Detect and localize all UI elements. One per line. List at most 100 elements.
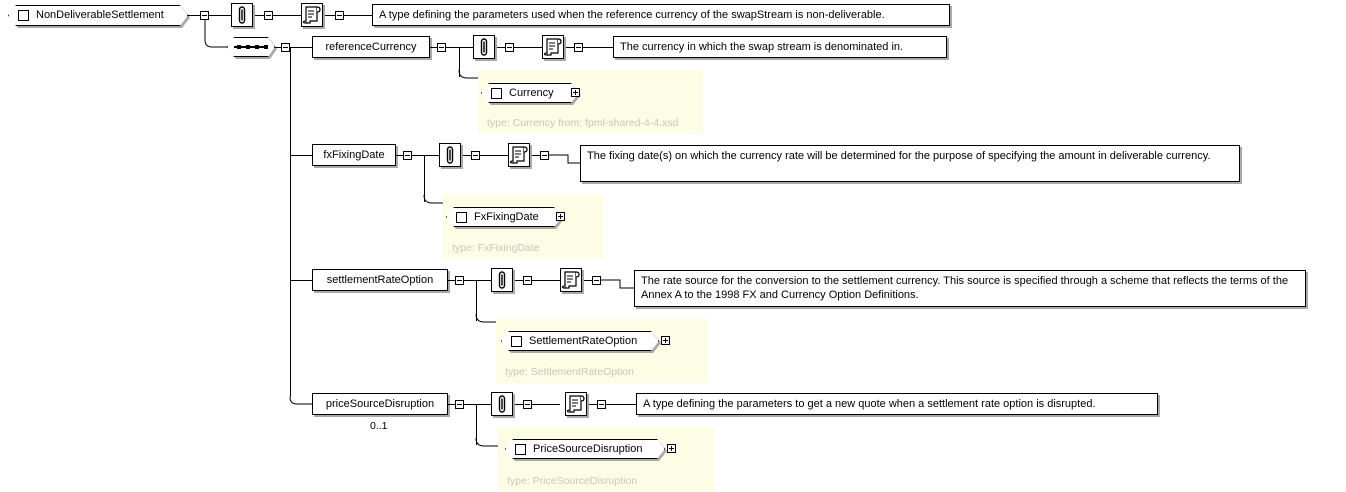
paperclip-icon bbox=[491, 392, 513, 416]
connector-line bbox=[424, 155, 425, 202]
connector-line bbox=[514, 47, 542, 48]
connector-line bbox=[273, 15, 301, 16]
collapse-box-sequence[interactable] bbox=[281, 43, 290, 52]
connector-line bbox=[532, 280, 560, 281]
collapse-box-root-annotation[interactable] bbox=[264, 11, 273, 20]
type-box-pricesourcedisruption[interactable]: PriceSourceDisruption bbox=[505, 439, 665, 459]
element-square-icon bbox=[511, 336, 522, 347]
scroll-document-icon bbox=[565, 392, 587, 416]
collapse-box-settlementrateoption-annotation[interactable] bbox=[523, 276, 532, 285]
connector-line bbox=[515, 404, 523, 405]
annotation-referencecurrency: The currency in which the swap stream is… bbox=[613, 36, 947, 58]
connector-elbow-settlementrateoption bbox=[601, 279, 634, 289]
collapse-box-settlementrateoption-doc[interactable] bbox=[592, 276, 601, 285]
connector-line bbox=[583, 47, 613, 48]
connector-curve-to-currency-type bbox=[458, 69, 478, 79]
type-caption-fxfixingdate: type: FxFixingDate bbox=[452, 242, 540, 254]
connector-branch-settlementrateoption bbox=[290, 280, 312, 281]
paperclip-icon bbox=[491, 268, 513, 292]
root-element-nondeliverablesettlement[interactable]: NonDeliverableSettlement bbox=[8, 5, 188, 26]
collapse-box-referencecurrency-annotation[interactable] bbox=[505, 43, 514, 52]
connector-line bbox=[480, 155, 508, 156]
connector-line bbox=[532, 404, 560, 405]
root-element-label: NonDeliverableSettlement bbox=[36, 9, 164, 21]
expand-box-fxfixingdate[interactable] bbox=[556, 212, 565, 221]
connector-curve-root-to-sequence bbox=[204, 20, 227, 48]
collapse-box-root-doc[interactable] bbox=[335, 11, 344, 20]
connector-line bbox=[464, 280, 491, 281]
connector-line bbox=[396, 155, 403, 156]
connector-line bbox=[459, 47, 460, 77]
connector-line bbox=[344, 15, 372, 16]
type-box-label: PriceSourceDisruption bbox=[533, 442, 643, 455]
element-pricesourcedisruption[interactable]: priceSourceDisruption bbox=[312, 393, 448, 415]
element-label: settlementRateOption bbox=[326, 273, 434, 286]
connector-line bbox=[448, 404, 455, 405]
scroll-document-icon bbox=[508, 143, 530, 167]
connector-branch-pricesourcedisruption bbox=[289, 396, 312, 405]
connector-line bbox=[290, 47, 312, 48]
element-referencecurrency[interactable]: referenceCurrency bbox=[312, 36, 430, 58]
scroll-document-icon bbox=[542, 35, 564, 59]
element-fxfixingdate[interactable]: fxFixingDate bbox=[312, 144, 396, 166]
collapse-box-pricesourcedisruption-doc[interactable] bbox=[597, 400, 606, 409]
connector-trunk-vertical bbox=[290, 47, 291, 397]
cardinality-pricesourcedisruption: 0..1 bbox=[370, 420, 388, 432]
element-square-icon bbox=[515, 444, 526, 455]
expand-box-settlementrateoption[interactable] bbox=[661, 336, 670, 345]
connector-line bbox=[532, 155, 540, 156]
element-label: priceSourceDisruption bbox=[325, 397, 435, 410]
connector-line bbox=[325, 15, 335, 16]
collapse-box-fxfixingdate-doc[interactable] bbox=[540, 151, 549, 160]
connector-curve-to-pricesourcedisruption-type bbox=[475, 437, 498, 447]
type-box-label: FxFixingDate bbox=[474, 210, 539, 223]
annotation-fxfixingdate: The fixing date(s) on which the currency… bbox=[580, 145, 1240, 182]
connector-line bbox=[188, 15, 200, 16]
connector-line bbox=[448, 280, 455, 281]
type-box-label: SettlementRateOption bbox=[529, 334, 638, 347]
annotation-root: A type defining the parameters used when… bbox=[372, 4, 950, 26]
connector-line bbox=[275, 47, 281, 48]
paperclip-icon bbox=[231, 3, 253, 27]
connector-line bbox=[584, 280, 592, 281]
element-settlementrateoption[interactable]: settlementRateOption bbox=[312, 269, 448, 291]
element-label: fxFixingDate bbox=[323, 148, 385, 161]
connector-line bbox=[497, 47, 505, 48]
sequence-compositor-node[interactable] bbox=[227, 37, 275, 57]
connector-curve-to-settlementrateoption-type bbox=[475, 313, 496, 323]
element-label: referenceCurrency bbox=[325, 40, 417, 53]
element-square-icon bbox=[491, 88, 502, 99]
type-box-settlementrateoption[interactable]: SettlementRateOption bbox=[501, 331, 659, 351]
connector-line bbox=[515, 280, 523, 281]
expand-box-pricesourcedisruption[interactable] bbox=[667, 444, 676, 453]
connector-line bbox=[255, 15, 264, 16]
collapse-box-referencecurrency[interactable] bbox=[437, 43, 446, 52]
collapse-box-referencecurrency-doc[interactable] bbox=[574, 43, 583, 52]
connector-line bbox=[209, 15, 231, 16]
connector-line bbox=[412, 155, 439, 156]
type-caption-currency: type: Currency from: fpml-shared-4-4.xsd bbox=[487, 117, 679, 129]
type-box-currency[interactable]: Currency bbox=[481, 83, 579, 103]
collapse-box-settlementrateoption[interactable] bbox=[455, 276, 464, 285]
collapse-box-root[interactable] bbox=[200, 11, 209, 20]
connector-line bbox=[589, 404, 597, 405]
collapse-box-fxfixingdate[interactable] bbox=[403, 151, 412, 160]
connector-line bbox=[476, 280, 477, 321]
expand-box-currency[interactable] bbox=[571, 88, 580, 97]
element-square-icon bbox=[456, 212, 467, 223]
collapse-box-fxfixingdate-annotation[interactable] bbox=[471, 151, 480, 160]
paperclip-icon bbox=[473, 35, 495, 59]
type-box-label: Currency bbox=[509, 86, 554, 99]
connector-line bbox=[606, 404, 636, 405]
connector-curve-to-fxfixingdate-type bbox=[423, 194, 443, 204]
connector-elbow-fxfixingdate bbox=[549, 154, 580, 164]
element-square-icon bbox=[18, 10, 29, 21]
type-box-fxfixingdate[interactable]: FxFixingDate bbox=[446, 207, 562, 227]
collapse-box-pricesourcedisruption-annotation[interactable] bbox=[523, 400, 532, 409]
connector-line bbox=[566, 47, 574, 48]
collapse-box-pricesourcedisruption[interactable] bbox=[455, 400, 464, 409]
connector-line bbox=[463, 155, 471, 156]
scroll-document-icon bbox=[301, 3, 323, 27]
annotation-pricesourcedisruption: A type defining the parameters to get a … bbox=[636, 393, 1158, 415]
